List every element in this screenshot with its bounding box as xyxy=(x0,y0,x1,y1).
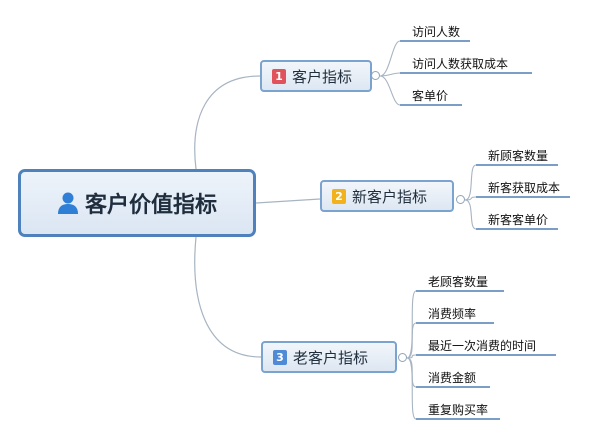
leaf-visitor-acquisition-cost: 访问人数获取成本 xyxy=(412,57,509,71)
link-cat1-leaf3 xyxy=(379,75,401,106)
link-cat3-leaf1 xyxy=(406,290,417,359)
root-label: 客户价值指标 xyxy=(84,193,217,218)
person-icon xyxy=(57,192,78,214)
leaf-new-customer-aov: 新客客单价 xyxy=(488,213,549,227)
root-node[interactable]: 客户价值指标 xyxy=(18,169,256,237)
leaf-returning-customers: 老顾客数量 xyxy=(428,275,489,289)
link-cat3-leaf3 xyxy=(406,354,417,359)
leaf-repeat-purchase-rate: 重复购买率 xyxy=(428,403,489,417)
collapse-toggle-3[interactable] xyxy=(398,353,407,362)
link-cat2-leaf2 xyxy=(464,196,477,201)
collapse-toggle-1[interactable] xyxy=(371,71,380,80)
category-label-2: 新客户指标 xyxy=(352,187,428,206)
collapse-toggle-2[interactable] xyxy=(456,195,465,204)
link-cat2-leaf1 xyxy=(464,164,477,201)
number-badge-3: 3 xyxy=(273,349,287,365)
link-cat1-leaf2 xyxy=(379,72,401,77)
link-cat3-leaf2 xyxy=(406,322,417,359)
link-cat3-leaf5 xyxy=(406,357,417,420)
leaf-purchase-frequency: 消费频率 xyxy=(428,307,477,321)
leaf-new-customers: 新顾客数量 xyxy=(488,149,549,163)
number-badge-2: 2 xyxy=(332,188,346,204)
leaf-visitors: 访问人数 xyxy=(412,25,461,39)
number-badge-1: 1 xyxy=(272,68,286,84)
category-node-1[interactable]: 1 客户指标 xyxy=(260,60,372,92)
link-cat1-leaf1 xyxy=(379,40,401,77)
category-label-1: 客户指标 xyxy=(292,67,353,86)
link-root-cat2 xyxy=(255,198,321,204)
leaf-avg-order-value: 客单价 xyxy=(412,89,449,103)
link-root-cat3 xyxy=(194,236,262,358)
leaf-new-customer-cost: 新客获取成本 xyxy=(488,181,561,195)
leaf-last-purchase-time: 最近一次消费的时间 xyxy=(428,339,537,353)
link-root-cat1 xyxy=(194,75,261,170)
category-node-2[interactable]: 2 新客户指标 xyxy=(320,180,454,212)
leaf-spending-amount: 消费金额 xyxy=(428,371,477,385)
category-label-3: 老客户指标 xyxy=(293,348,369,367)
link-cat2-leaf3 xyxy=(464,199,477,230)
category-node-3[interactable]: 3 老客户指标 xyxy=(261,341,397,373)
